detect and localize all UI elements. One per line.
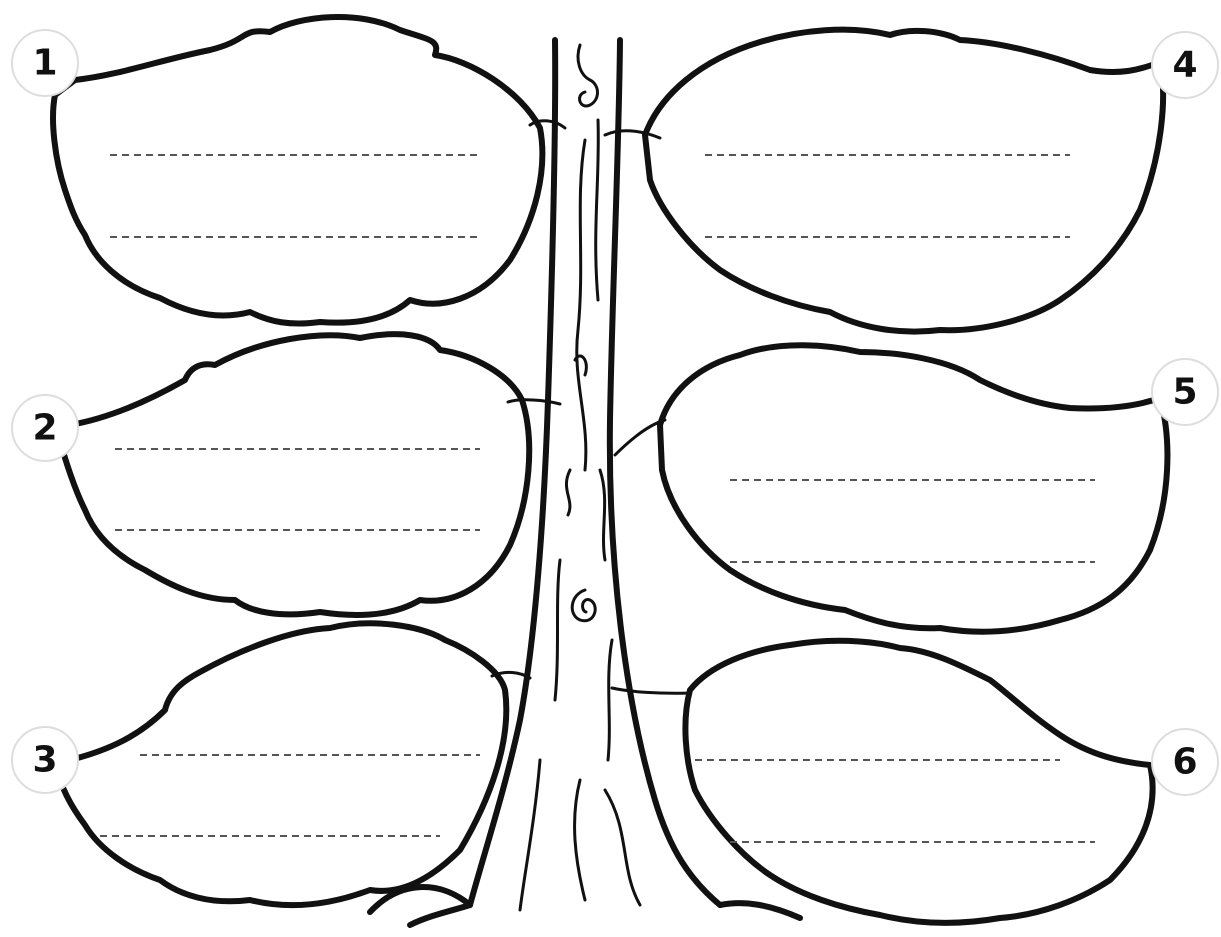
badge-5: 5 — [1152, 359, 1218, 425]
badge-3: 3 — [12, 727, 78, 793]
badge-5-label: 5 — [1172, 372, 1197, 413]
badge-4: 4 — [1152, 32, 1218, 98]
badge-6-label: 6 — [1172, 742, 1197, 783]
badge-1-label: 1 — [32, 43, 57, 84]
leaf-2 — [60, 334, 560, 615]
badge-2-label: 2 — [32, 408, 57, 449]
leaf-5 — [615, 345, 1167, 631]
badge-3-label: 3 — [32, 740, 57, 781]
badge-4-label: 4 — [1172, 45, 1197, 86]
leaf-3 — [58, 623, 530, 905]
badge-2: 2 — [12, 395, 78, 461]
leaf-4 — [605, 30, 1163, 332]
badge-6: 6 — [1152, 729, 1218, 795]
leaf-1 — [53, 17, 565, 324]
badge-1: 1 — [12, 30, 78, 96]
